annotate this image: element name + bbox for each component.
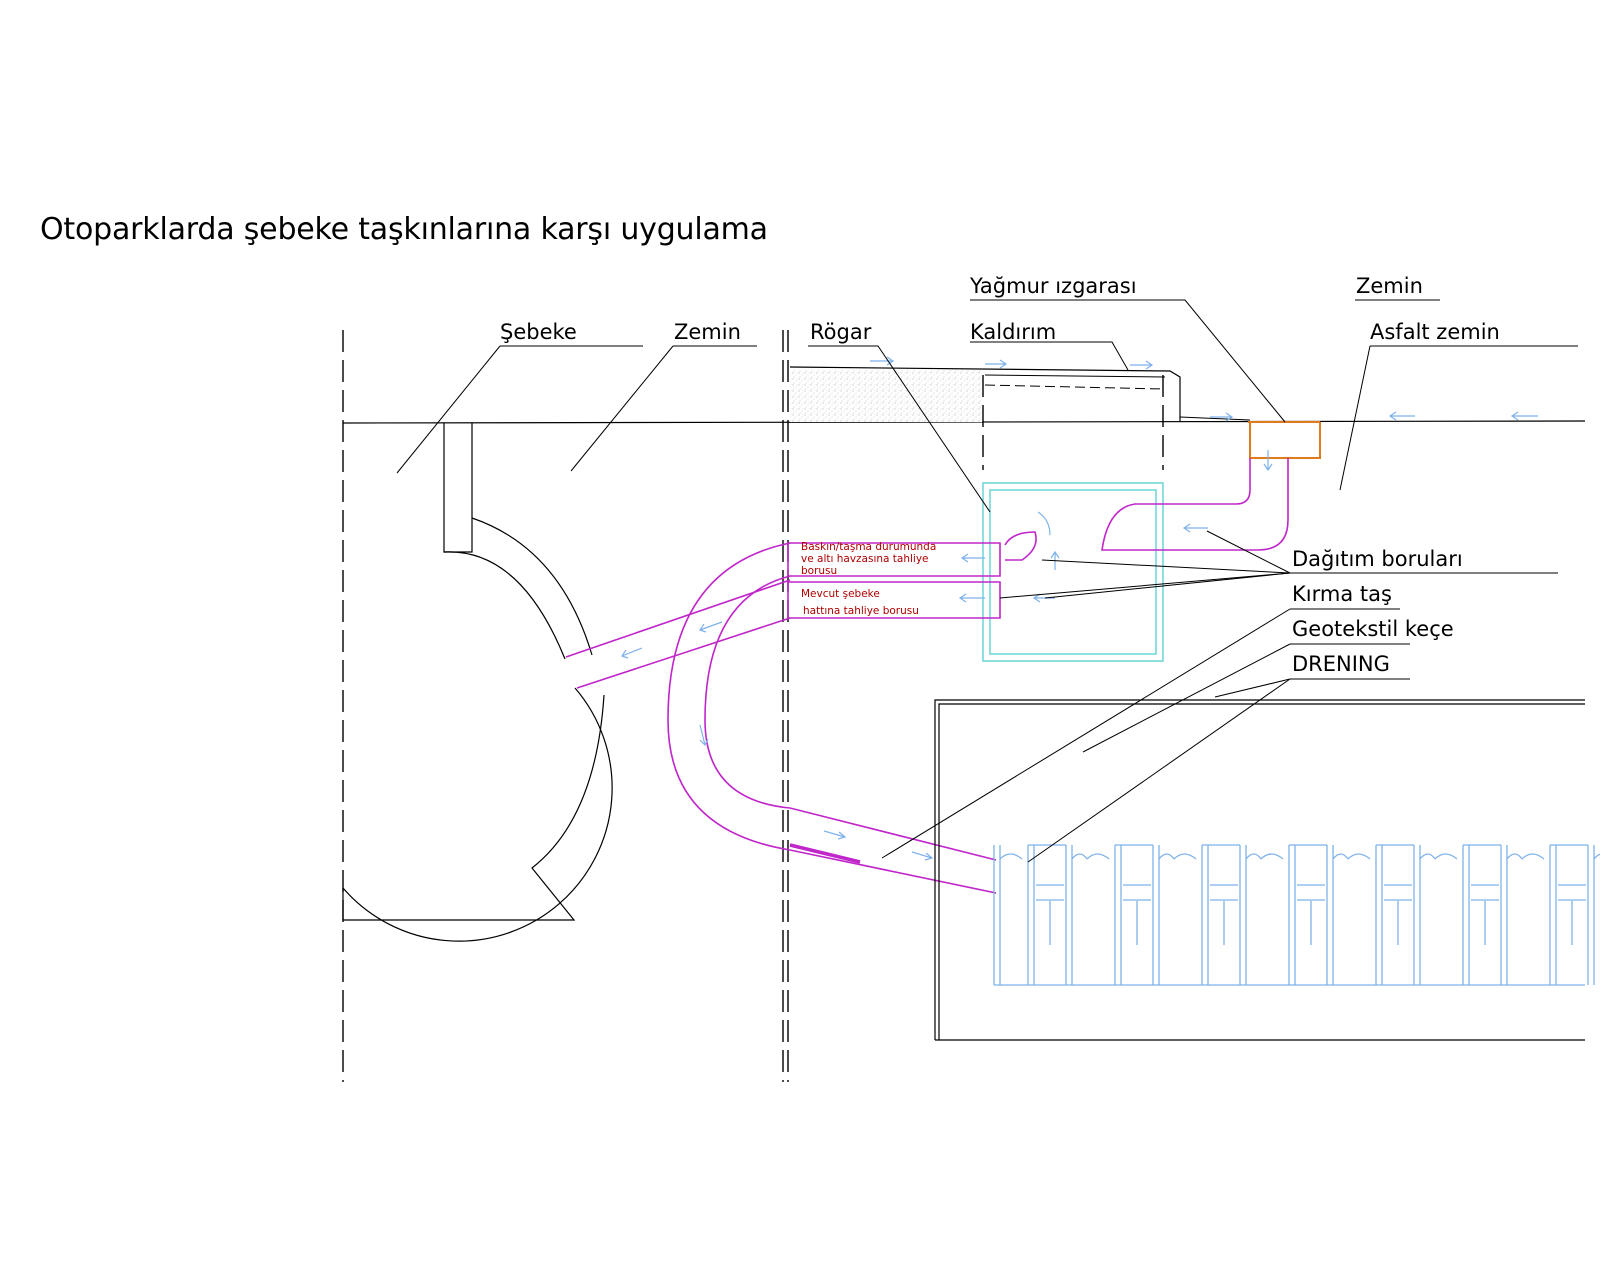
label-rogar: Rögar [810, 320, 872, 344]
drainage-module-cell [1173, 844, 1262, 985]
note-baskin-line-2: ve altı havzasına tahliye [801, 553, 929, 565]
note-mevcut-line-1: Mevcut şebeke [801, 588, 880, 600]
note-baskin-line-1: Baskın/taşma durumunda [801, 541, 936, 553]
drainage-module-cell [1521, 844, 1600, 985]
pipe-to-drainage [667, 542, 997, 894]
network-section [342, 423, 613, 942]
pipe-to-network [565, 579, 791, 689]
drainage-module-cell [1260, 844, 1349, 985]
label-dagitim-borulari: Dağıtım boruları [1292, 547, 1463, 571]
drainage-module-cell [999, 844, 1088, 985]
flow-arrows [621, 356, 1538, 861]
label-sebeke: Şebeke [500, 320, 577, 344]
label-geotekstil-kece: Geotekstil keçe [1292, 617, 1454, 641]
label-kaldirim: Kaldırım [970, 320, 1056, 344]
label-zemin-right: Zemin [1356, 274, 1423, 298]
drainage-modules [993, 844, 1600, 986]
leader-lines [396, 299, 1578, 863]
label-drening: DRENING [1292, 652, 1390, 676]
drainage-module-cell [1434, 844, 1523, 985]
drainage-module-cell [1347, 844, 1436, 985]
pipe-joint [789, 843, 861, 864]
note-mevcut-line-2: hattına tahliye borusu [803, 605, 919, 617]
label-yagmur-izgarasi: Yağmur ızgarası [969, 274, 1137, 298]
drainage-module-cell [1086, 844, 1175, 985]
page-title: Otoparklarda şebeke taşkınlarına karşı u… [40, 212, 768, 247]
sidewalk [789, 366, 1251, 470]
label-asfalt-zemin: Asfalt zemin [1370, 320, 1500, 344]
manhole-outlet [1004, 531, 1037, 561]
crushed-stone-pit [934, 699, 1585, 1041]
note-baskin-line-3: borusu [801, 565, 837, 577]
label-kirma-tas: Kırma taş [1292, 582, 1392, 606]
distribution-pipe-upper [1101, 458, 1289, 551]
manhole-box [982, 482, 1164, 662]
rain-grate [1248, 421, 1321, 459]
label-zemin-left: Zemin [674, 320, 741, 344]
